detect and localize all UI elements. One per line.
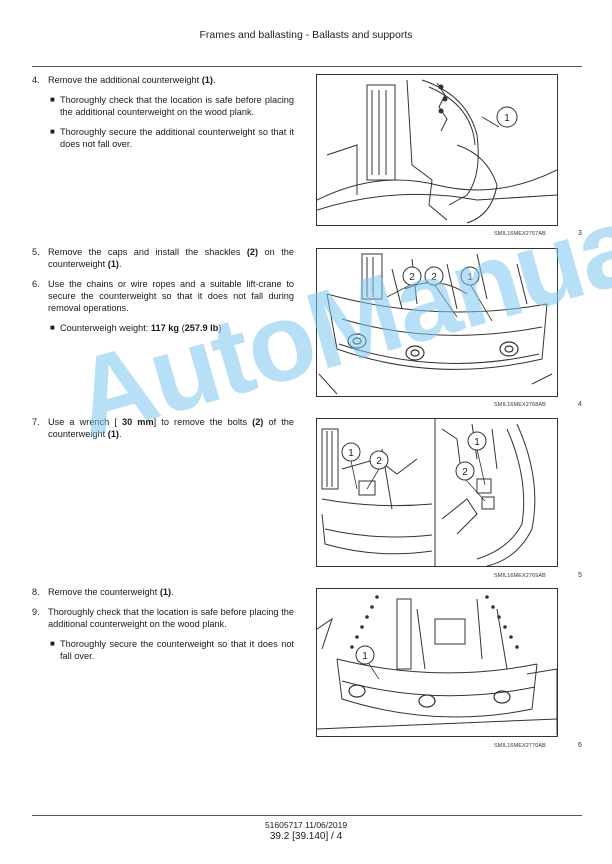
bullet-icon: ■	[50, 323, 55, 332]
figure-6: 1	[316, 588, 558, 737]
callout-circle	[369, 450, 389, 470]
figure-code: SMIL16MEX2767AB	[494, 231, 546, 237]
bullet-icon: ■	[50, 127, 55, 136]
step-number: 4.	[32, 75, 40, 85]
step-text: Remove the caps and install the shackles…	[48, 247, 294, 269]
figure-3-drawing: 1	[317, 79, 557, 224]
bullet-item: ■ Thoroughly check that the location is …	[50, 94, 294, 118]
bullet-icon: ■	[50, 95, 55, 104]
step-text: Use a wrench [ 30 mm] to remove the bolt…	[48, 417, 294, 439]
callout-label: 1	[467, 272, 473, 283]
bullet-text: Thoroughly secure the counterweight so t…	[60, 639, 294, 661]
figure-number: 5	[578, 572, 582, 579]
step-9: 9. Thoroughly check that the location is…	[32, 606, 294, 630]
callout-label: 2	[376, 456, 382, 467]
callout-label: 1	[348, 448, 354, 459]
step-7: 7. Use a wrench [ 30 mm] to remove the b…	[32, 416, 294, 440]
callout-circle	[467, 431, 487, 451]
footer-rule	[32, 815, 582, 816]
figure-4-drawing: 2 2 1	[318, 253, 553, 395]
bullet-item: ■ Thoroughly secure the additional count…	[50, 126, 294, 150]
callout-label: 2	[462, 467, 468, 478]
bullet-icon: ■	[50, 639, 55, 648]
callout-circle	[402, 266, 422, 286]
page-header: Frames and ballasting - Ballasts and sup…	[199, 29, 413, 41]
bullet-text: Thoroughly check that the location is sa…	[60, 95, 294, 117]
callout-label: 2	[409, 272, 415, 283]
callout-circle	[496, 106, 518, 128]
step-number: 7.	[32, 417, 40, 427]
step-number: 6.	[32, 279, 40, 289]
figure-number: 3	[578, 230, 582, 237]
figure-3: 1	[316, 74, 558, 226]
step-5: 5. Remove the caps and install the shack…	[32, 246, 294, 270]
header-rule	[32, 66, 582, 67]
step-6: 6. Use the chains or wire ropes and a su…	[32, 278, 294, 314]
step-number: 5.	[32, 247, 40, 257]
step-text: Remove the additional counterweight (1).	[48, 75, 216, 85]
callout-circle	[341, 442, 361, 462]
callout-label: 1	[474, 437, 480, 448]
figure-code: SMIL16MEX2768AB	[494, 402, 546, 408]
footer-document-number: 51605717 11/06/2019	[264, 820, 348, 830]
step-number: 8.	[32, 587, 40, 597]
callout-label: 1	[504, 113, 510, 124]
figure-5-drawing: 1 2 1 2	[321, 419, 536, 566]
callout-circle	[455, 461, 475, 481]
step-7-block: 7. Use a wrench [ 30 mm] to remove the b…	[32, 416, 294, 448]
callout-circle	[355, 645, 375, 665]
callout-circle	[424, 266, 444, 286]
bullet-item: ■ Thoroughly secure the counterweight so…	[50, 638, 294, 662]
step-8: 8. Remove the counterweight (1).	[32, 586, 294, 598]
callout-circle	[460, 266, 480, 286]
bullet-text: Counterweigh weight: 117 kg (257.9 lb)	[60, 323, 222, 333]
figure-number: 4	[578, 401, 582, 408]
step-text: Use the chains or wire ropes and a suita…	[48, 279, 294, 313]
figure-4: 2 2 1	[316, 248, 558, 397]
footer-page-number: 39.2 [39.140] / 4	[269, 831, 343, 842]
bullet-text: Thoroughly secure the additional counter…	[60, 127, 294, 149]
step-5-6-block: 5. Remove the caps and install the shack…	[32, 246, 294, 342]
figure-number: 6	[578, 742, 582, 749]
step-number: 9.	[32, 607, 40, 617]
step-text: Thoroughly check that the location is sa…	[48, 607, 294, 629]
figure-5: 1 2 1 2	[316, 418, 558, 567]
step-4: 4. Remove the additional counterweight (…	[32, 74, 294, 86]
figure-code: SMIL16MEX2769AB	[494, 573, 546, 579]
callout-label: 1	[362, 651, 368, 662]
bullet-item: ■ Counterweigh weight: 117 kg (257.9 lb)	[50, 322, 294, 334]
figure-6-drawing: 1	[317, 595, 557, 735]
figure-code: SMIL16MEX2770AB	[494, 743, 546, 749]
step-text: Remove the counterweight (1).	[48, 587, 174, 597]
callout-label: 2	[431, 272, 437, 283]
step-4-block: 4. Remove the additional counterweight (…	[32, 74, 294, 158]
step-8-9-block: 8. Remove the counterweight (1). 9. Thor…	[32, 586, 294, 670]
